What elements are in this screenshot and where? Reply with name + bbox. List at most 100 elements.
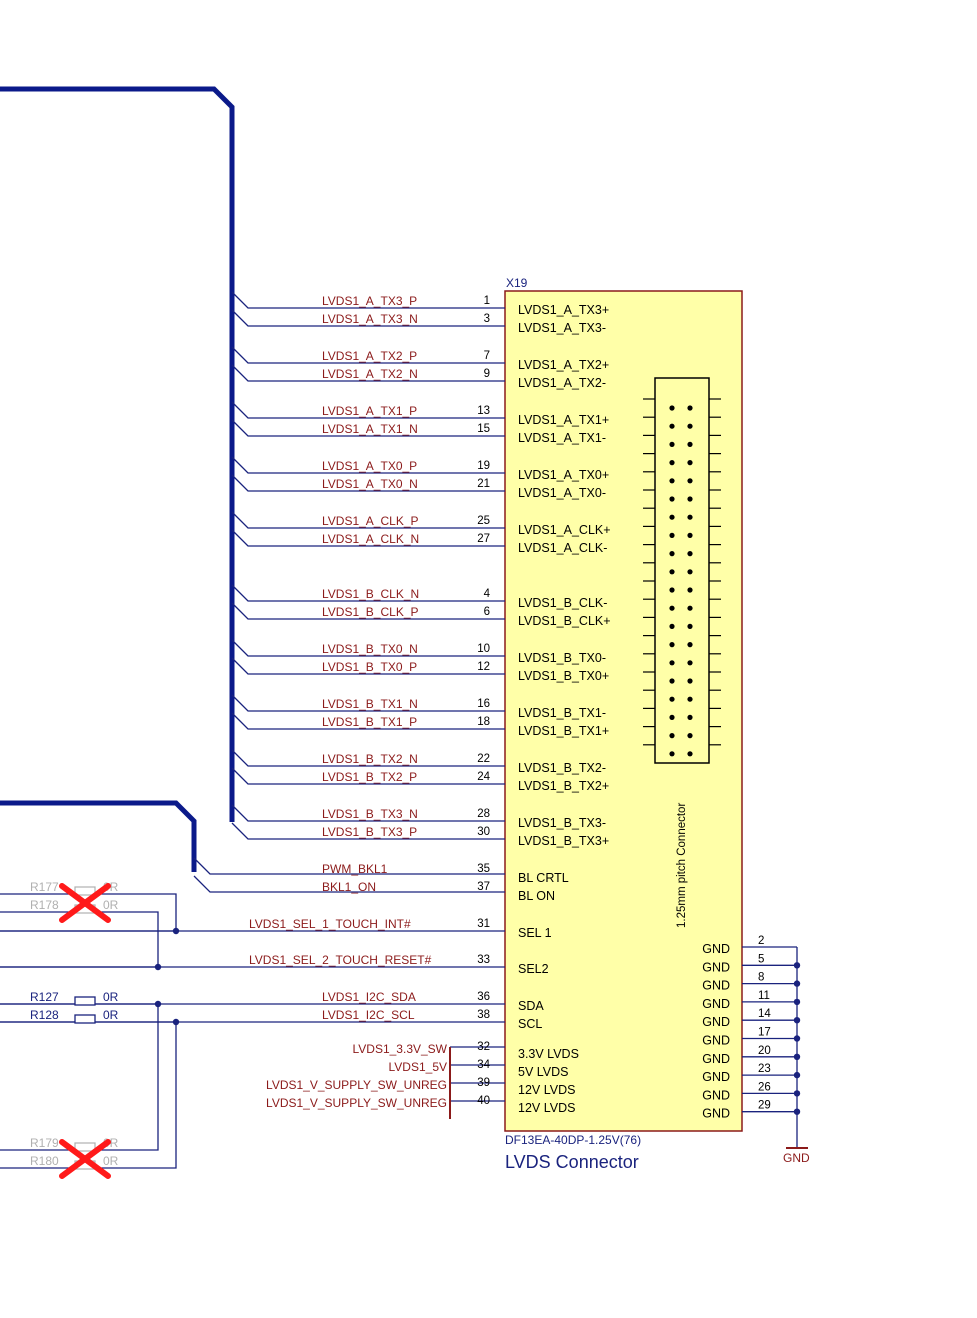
resistor-value: 0R	[103, 1154, 119, 1168]
connector-body	[504, 290, 743, 1132]
bus-entry-wire	[231, 419, 505, 437]
contact-dot	[687, 441, 693, 447]
pin-number: 33	[477, 954, 490, 966]
bus-entry-wire	[231, 767, 505, 785]
resistor-body	[74, 996, 96, 1006]
contact-dot	[687, 460, 693, 466]
resistor-ref: R128	[30, 1008, 59, 1022]
junction-dot	[172, 927, 180, 935]
contact-dot	[669, 733, 675, 739]
junction-dot	[154, 963, 162, 971]
net-label: LVDS1_V_SUPPLY_SW_UNREG	[266, 1078, 447, 1092]
pin-number: 26	[758, 1081, 771, 1093]
pin-name: LVDS1_B_CLK+	[518, 614, 611, 628]
pin-name: SEL 1	[518, 926, 552, 940]
bus-entry-wire	[193, 857, 505, 875]
pin-name: LVDS1_A_TX2+	[518, 358, 609, 372]
net-label: LVDS1_SEL_2_TOUCH_RESET#	[249, 953, 432, 967]
pin-number: 29	[758, 1100, 771, 1112]
bus-entry-wire	[193, 875, 505, 893]
pin-name: 5V LVDS	[518, 1065, 569, 1079]
pin-name: GND	[702, 1015, 730, 1029]
net-label: LVDS1_A_TX1_P	[322, 404, 417, 418]
bus-entry-wire	[231, 456, 505, 474]
connector-part: DF13EA-40DP-1.25V(76)	[505, 1133, 641, 1147]
pin-number: 9	[484, 368, 490, 380]
contact-dot	[687, 623, 693, 630]
contact-dot	[669, 587, 675, 593]
resistor-ref: R180	[30, 1154, 59, 1168]
pin-name: GND	[702, 942, 730, 956]
contact-dot	[687, 678, 693, 684]
net-label: LVDS1_V_SUPPLY_SW_UNREG	[266, 1096, 447, 1110]
pin-name: BL CRTL	[518, 871, 569, 885]
pin-number: 17	[758, 1027, 771, 1039]
pin-number: 12	[477, 661, 490, 673]
pin-name: SCL	[518, 1017, 542, 1031]
net-label: LVDS1_A_TX3_N	[322, 312, 418, 326]
bus-entry-wire	[231, 291, 505, 309]
bus-entry-wire	[231, 822, 505, 840]
contact-dot	[687, 714, 693, 721]
net-label: LVDS1_A_TX0_N	[322, 477, 418, 491]
pin-name: LVDS1_B_TX3+	[518, 834, 609, 848]
net-label: LVDS1_3.3V_SW	[353, 1042, 448, 1056]
pin-number: 20	[758, 1045, 771, 1057]
bus-entry-wire	[231, 749, 505, 767]
contact-dot	[669, 496, 675, 502]
resistor-value: 0R	[103, 990, 119, 1004]
pin-name: LVDS1_A_TX0+	[518, 468, 609, 482]
contact-dot	[687, 405, 693, 411]
pin-name: 12V LVDS	[518, 1083, 575, 1097]
pin-number: 5	[758, 953, 764, 965]
contact-dot	[669, 405, 675, 411]
contact-dot	[687, 478, 693, 484]
resistor-ref: R127	[30, 990, 59, 1004]
net-label: LVDS1_B_TX0_P	[322, 660, 417, 674]
bus-entry-wire	[231, 584, 505, 602]
pin-name: GND	[702, 1088, 730, 1102]
contact-dot	[669, 751, 675, 757]
contact-dot	[687, 660, 693, 666]
pin-number: 6	[484, 606, 490, 618]
pin-number: 16	[477, 698, 490, 710]
bus-entry-wire	[231, 309, 505, 327]
net-label: BKL1_ON	[322, 880, 376, 894]
pin-number: 22	[477, 753, 490, 765]
contact-dot	[669, 478, 675, 484]
pin-name: GND	[702, 960, 730, 974]
resistor-ref: R177	[30, 880, 59, 894]
pin-number: 34	[477, 1059, 490, 1071]
contact-dot	[687, 532, 693, 539]
pin-name: LVDS1_B_CLK-	[518, 596, 607, 610]
bus-entry-wire	[231, 474, 505, 492]
contact-dot	[669, 660, 675, 666]
pin-number: 13	[477, 405, 490, 417]
bus-entry-wire	[231, 639, 505, 657]
pin-name: 3.3V LVDS	[518, 1047, 579, 1061]
